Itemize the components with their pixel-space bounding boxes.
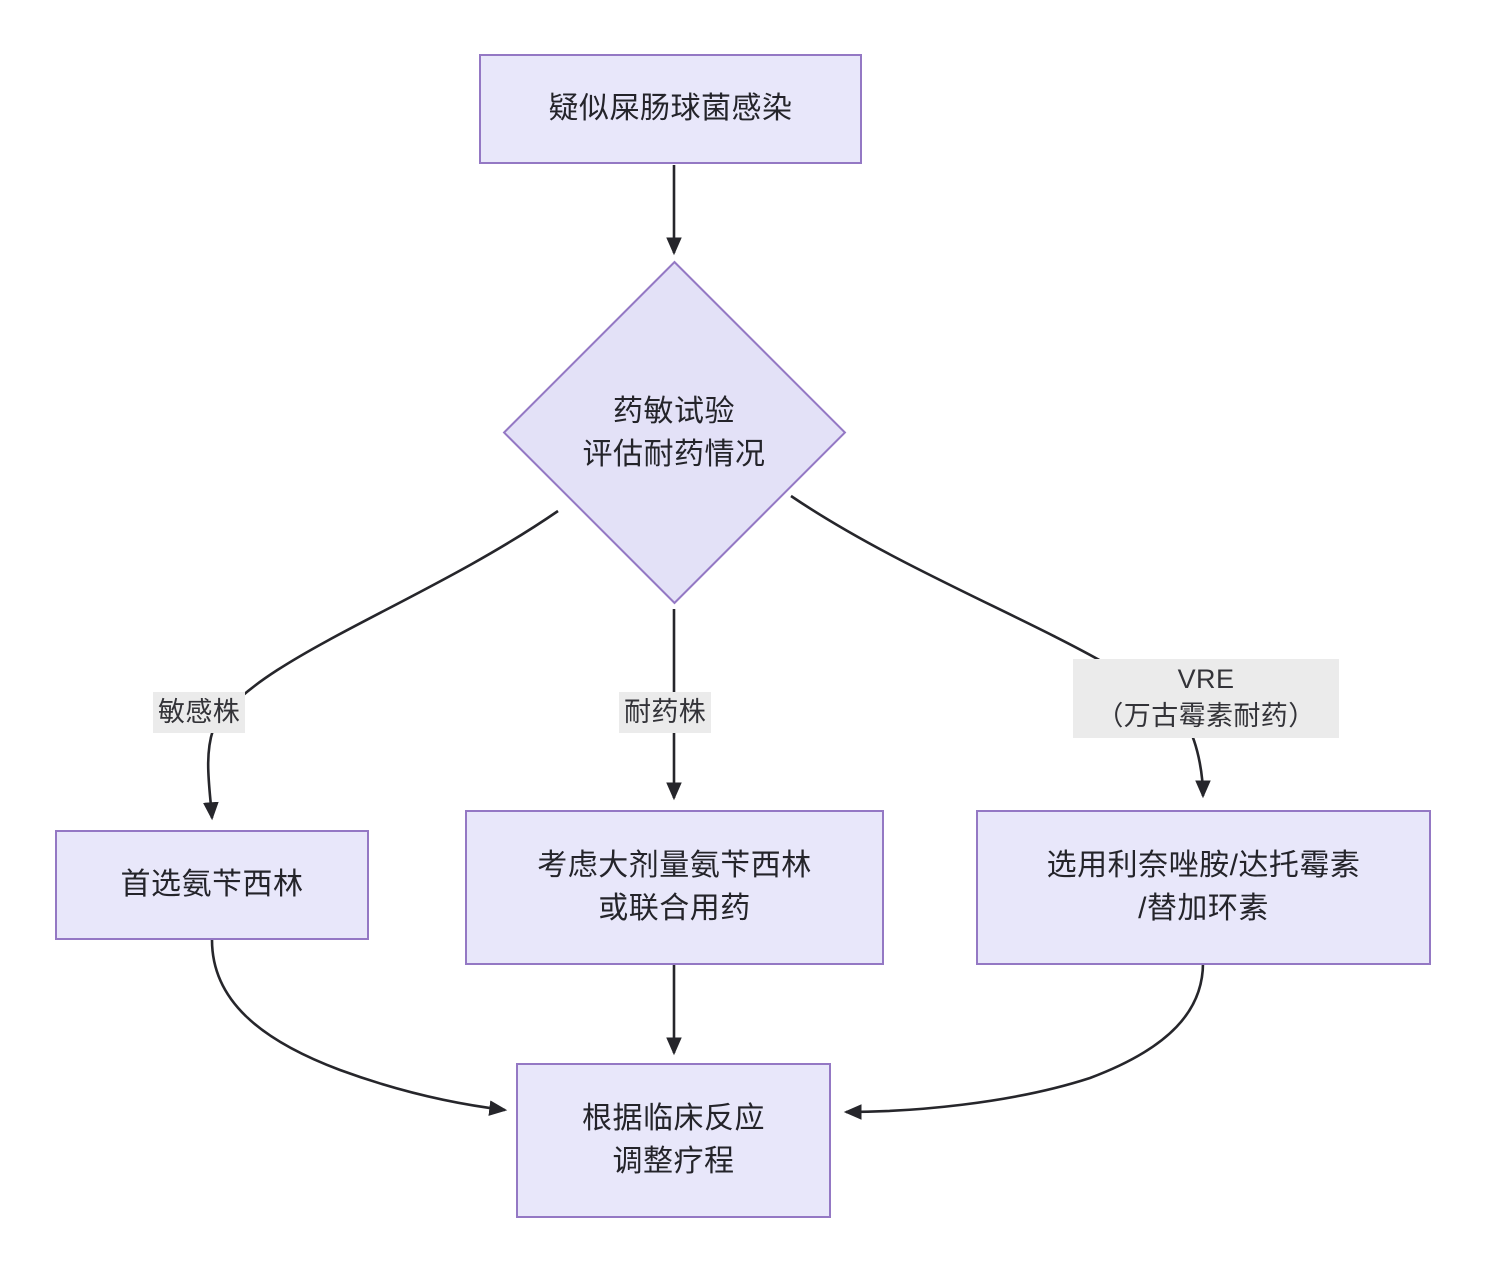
edge-susceptible-to-adjust bbox=[210, 939, 508, 1116]
edge-vre-to-adjust bbox=[843, 962, 1205, 1120]
node-vre[interactable]: 选用利奈唑胺/达托霉素 /替加环素 bbox=[976, 810, 1431, 965]
edge-label-vre: VRE （万古霉素耐药） bbox=[1073, 659, 1339, 738]
node-decision-test-label: 药敏试验 评估耐药情况 bbox=[582, 394, 766, 472]
node-adjust[interactable]: 根据临床反应 调整疗程 bbox=[516, 1063, 831, 1218]
edge-test-to-vre bbox=[790, 494, 1211, 799]
edge-label-resistant: 耐药株 bbox=[619, 692, 712, 734]
edge-label-susceptible: 敏感株 bbox=[153, 692, 246, 734]
node-resistant[interactable]: 考虑大剂量氨苄西林 或联合用药 bbox=[465, 810, 884, 965]
edge-test-to-susceptible bbox=[203, 509, 559, 821]
node-start[interactable]: 疑似屎肠球菌感染 bbox=[479, 54, 862, 164]
node-susceptible[interactable]: 首选氨苄西林 bbox=[55, 830, 369, 940]
